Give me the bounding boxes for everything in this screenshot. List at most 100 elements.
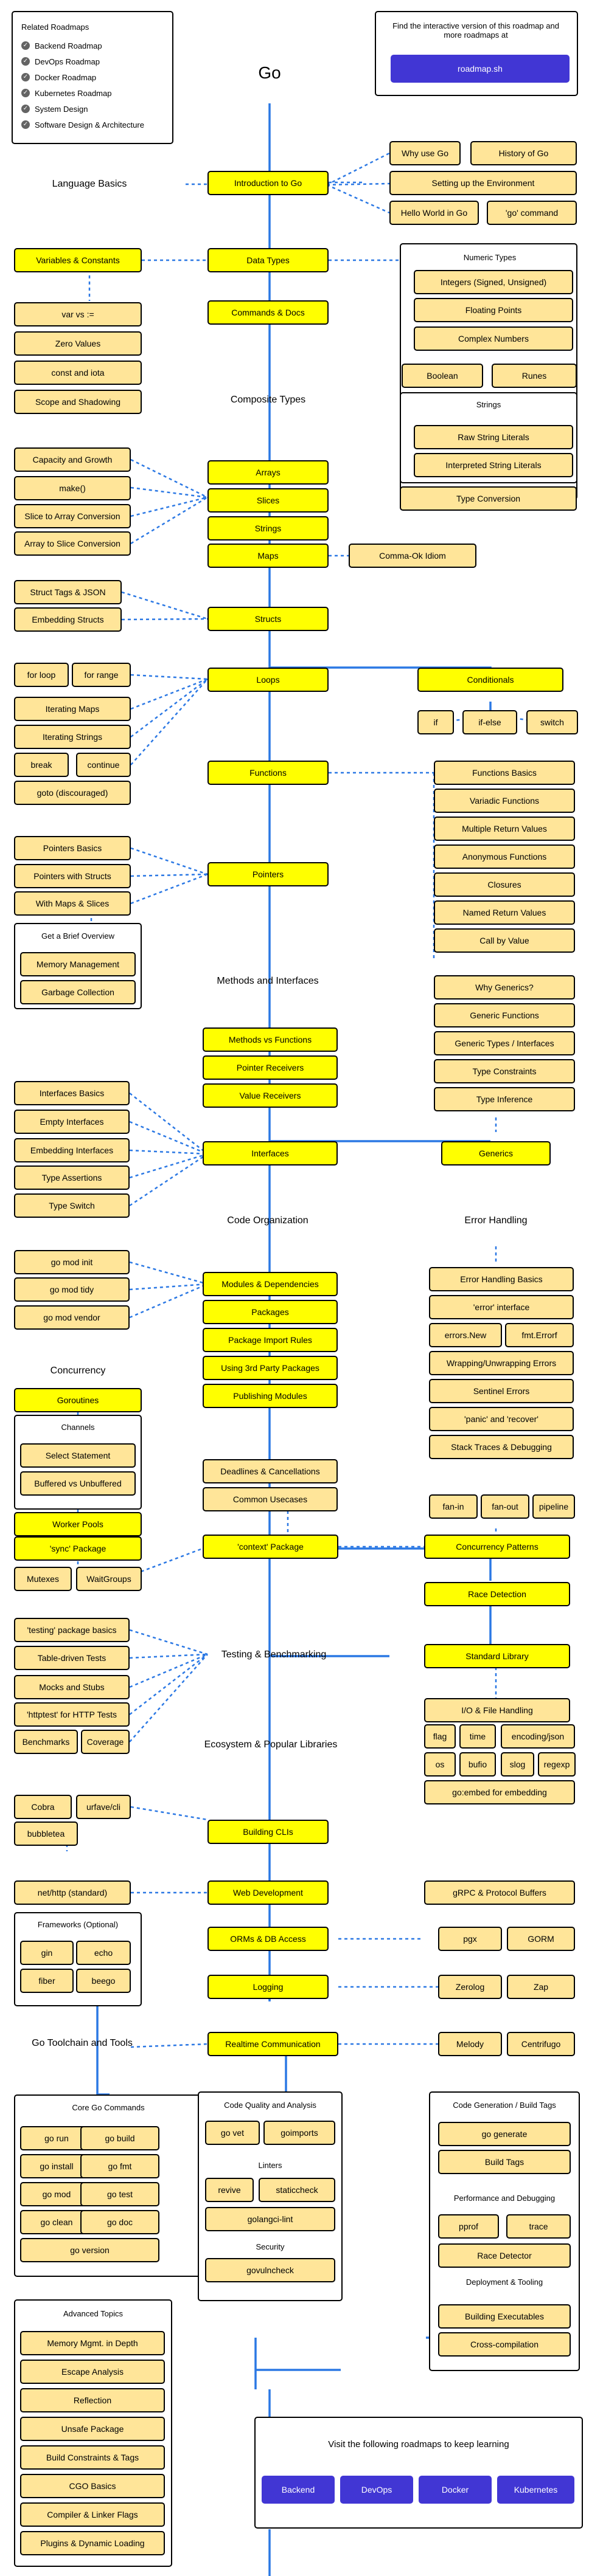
subtopic-empty-interfaces[interactable]: Empty Interfaces: [14, 1110, 130, 1134]
subtopic-fan-in[interactable]: fan-in: [429, 1494, 478, 1519]
subtopic-struct-tags-json[interactable]: Struct Tags & JSON: [14, 580, 122, 604]
subtopic-go-test[interactable]: go test: [80, 2182, 159, 2206]
subtopic-call-by-value[interactable]: Call by Value: [434, 928, 575, 953]
topic-data-types[interactable]: Data Types: [207, 248, 329, 272]
subtopic-wrapping-unwrapping-errors[interactable]: Wrapping/Unwrapping Errors: [429, 1351, 574, 1375]
subtopic-go-embed-for-embedding[interactable]: go:embed for embedding: [424, 1780, 575, 1804]
subtopic-deadlines-cancellations[interactable]: Deadlines & Cancellations: [203, 1459, 338, 1483]
subtopic-go-mod-tidy[interactable]: go mod tidy: [14, 1277, 130, 1302]
subtopic-building-executables[interactable]: Building Executables: [438, 2304, 571, 2329]
topic-methods-vs-functions[interactable]: Methods vs Functions: [203, 1027, 338, 1052]
subtopic-panic-and-recover[interactable]: 'panic' and 'recover': [429, 1407, 574, 1431]
subtopic-fiber[interactable]: fiber: [20, 1969, 74, 1993]
subtopic-go-vet[interactable]: go vet: [205, 2121, 260, 2145]
subtopic-const-and-iota[interactable]: const and iota: [14, 361, 142, 385]
footer-link-kubernetes[interactable]: Kubernetes: [497, 2476, 574, 2504]
subtopic-type-conversion[interactable]: Type Conversion: [400, 486, 577, 511]
subtopic-go-generate[interactable]: go generate: [438, 2122, 571, 2146]
subtopic-zero-values[interactable]: Zero Values: [14, 331, 142, 356]
topic-strings[interactable]: Strings: [207, 516, 329, 540]
subtopic-waitgroups[interactable]: WaitGroups: [76, 1567, 142, 1591]
subtopic-pipeline[interactable]: pipeline: [532, 1494, 575, 1519]
subtopic-golangci-lint[interactable]: golangci-lint: [205, 2207, 335, 2231]
subtopic-go-command[interactable]: 'go' command: [487, 201, 577, 225]
subtopic-pgx[interactable]: pgx: [438, 1927, 502, 1951]
topic-logging[interactable]: Logging: [207, 1975, 329, 1999]
subtopic-memory-mgmt-in-depth[interactable]: Memory Mgmt. in Depth: [20, 2331, 165, 2355]
subtopic-go-mod-vendor[interactable]: go mod vendor: [14, 1305, 130, 1330]
subtopic-sentinel-errors[interactable]: Sentinel Errors: [429, 1379, 574, 1403]
topic-functions[interactable]: Functions: [207, 761, 329, 785]
subtopic-build-constraints-tags[interactable]: Build Constraints & Tags: [20, 2445, 165, 2470]
subtopic-capacity-and-growth[interactable]: Capacity and Growth: [14, 447, 131, 472]
topic-sync-package[interactable]: 'sync' Package: [14, 1536, 142, 1561]
subtopic-complex-numbers[interactable]: Complex Numbers: [414, 326, 573, 351]
subtopic-go-mod-init[interactable]: go mod init: [14, 1250, 130, 1274]
topic-orms-db-access[interactable]: ORMs & DB Access: [207, 1927, 329, 1951]
subtopic-race-detector[interactable]: Race Detector: [438, 2243, 571, 2268]
topic-building-clis[interactable]: Building CLIs: [207, 1820, 329, 1844]
subtopic-cross-compilation[interactable]: Cross-compilation: [438, 2332, 571, 2357]
topic-publishing-modules[interactable]: Publishing Modules: [203, 1384, 338, 1408]
subtopic-garbage-collection[interactable]: Garbage Collection: [20, 980, 136, 1004]
subtopic-trace[interactable]: trace: [506, 2214, 571, 2239]
subtopic-memory-management[interactable]: Memory Management: [20, 952, 136, 976]
related-roadmap-system-design[interactable]: ✓System Design: [21, 102, 170, 116]
subtopic-build-tags[interactable]: Build Tags: [438, 2150, 571, 2174]
topic-concurrency-patterns[interactable]: Concurrency Patterns: [424, 1535, 570, 1559]
subtopic-iterating-strings[interactable]: Iterating Strings: [14, 725, 131, 749]
subtopic-error-interface[interactable]: 'error' interface: [429, 1295, 574, 1319]
subtopic-govulncheck[interactable]: govulncheck: [205, 2258, 335, 2282]
subtopic-go-doc[interactable]: go doc: [80, 2210, 159, 2234]
topic-web-development[interactable]: Web Development: [207, 1880, 329, 1905]
subtopic-go-version[interactable]: go version: [20, 2238, 159, 2262]
subtopic-zap[interactable]: Zap: [507, 1975, 575, 1999]
subtopic-type-constraints[interactable]: Type Constraints: [434, 1059, 575, 1083]
subtopic-error-handling-basics[interactable]: Error Handling Basics: [429, 1267, 574, 1291]
subtopic-zerolog[interactable]: Zerolog: [438, 1975, 502, 1999]
subtopic-echo[interactable]: echo: [76, 1941, 131, 1965]
subtopic-scope-and-shadowing[interactable]: Scope and Shadowing: [14, 390, 142, 414]
subtopic-embedding-structs[interactable]: Embedding Structs: [14, 607, 122, 632]
subtopic-reflection[interactable]: Reflection: [20, 2388, 165, 2412]
subtopic-setting-up-the-environment[interactable]: Setting up the Environment: [389, 171, 577, 195]
subtopic-bubbletea[interactable]: bubbletea: [14, 1822, 78, 1846]
subtopic-melody[interactable]: Melody: [438, 2032, 502, 2056]
topic-structs[interactable]: Structs: [207, 607, 329, 631]
subtopic-gorm[interactable]: GORM: [507, 1927, 575, 1951]
subtopic-encoding-json[interactable]: encoding/json: [501, 1724, 575, 1749]
subtopic-pprof[interactable]: pprof: [438, 2214, 499, 2239]
subtopic-continue[interactable]: continue: [76, 753, 131, 777]
subtopic-history-of-go[interactable]: History of Go: [470, 141, 577, 165]
subtopic-testing-package-basics[interactable]: 'testing' package basics: [14, 1618, 130, 1642]
subtopic-gin[interactable]: gin: [20, 1941, 74, 1965]
subtopic-if-else[interactable]: if-else: [462, 710, 517, 734]
topic-context-package[interactable]: 'context' Package: [203, 1535, 338, 1559]
subtopic-integers-signed-unsigned[interactable]: Integers (Signed, Unsigned): [414, 270, 573, 294]
topic-generics[interactable]: Generics: [441, 1141, 551, 1165]
subtopic-buffered-vs-unbuffered[interactable]: Buffered vs Unbuffered: [20, 1471, 136, 1496]
subtopic-pointers-with-structs[interactable]: Pointers with Structs: [14, 864, 131, 888]
related-roadmap-software-design-architecture[interactable]: ✓Software Design & Architecture: [21, 118, 170, 131]
subtopic-mocks-and-stubs[interactable]: Mocks and Stubs: [14, 1675, 130, 1699]
subtopic-go-fmt[interactable]: go fmt: [80, 2154, 159, 2178]
topic-slices[interactable]: Slices: [207, 488, 329, 513]
subtopic-select-statement[interactable]: Select Statement: [20, 1443, 136, 1468]
topic-realtime-communication[interactable]: Realtime Communication: [207, 2032, 338, 2056]
topic-standard-library[interactable]: Standard Library: [424, 1644, 570, 1668]
subtopic-goto-discouraged[interactable]: goto (discouraged): [14, 781, 131, 805]
subtopic-i-o-file-handling[interactable]: I/O & File Handling: [424, 1698, 570, 1722]
subtopic-type-inference[interactable]: Type Inference: [434, 1087, 575, 1111]
subtopic-staticcheck[interactable]: staticcheck: [259, 2178, 335, 2202]
topic-pointers[interactable]: Pointers: [207, 862, 329, 886]
topic-maps[interactable]: Maps: [207, 544, 329, 568]
subtopic-generic-functions[interactable]: Generic Functions: [434, 1003, 575, 1027]
topic-packages[interactable]: Packages: [203, 1300, 338, 1324]
subtopic-multiple-return-values[interactable]: Multiple Return Values: [434, 817, 575, 841]
subtopic-stack-traces-debugging[interactable]: Stack Traces & Debugging: [429, 1435, 574, 1459]
subtopic-table-driven-tests[interactable]: Table-driven Tests: [14, 1646, 130, 1670]
subtopic-grpc-protocol-buffers[interactable]: gRPC & Protocol Buffers: [424, 1880, 575, 1905]
subtopic-common-usecases[interactable]: Common Usecases: [203, 1487, 338, 1511]
topic-worker-pools[interactable]: Worker Pools: [14, 1512, 142, 1536]
subtopic-mutexes[interactable]: Mutexes: [14, 1567, 72, 1591]
